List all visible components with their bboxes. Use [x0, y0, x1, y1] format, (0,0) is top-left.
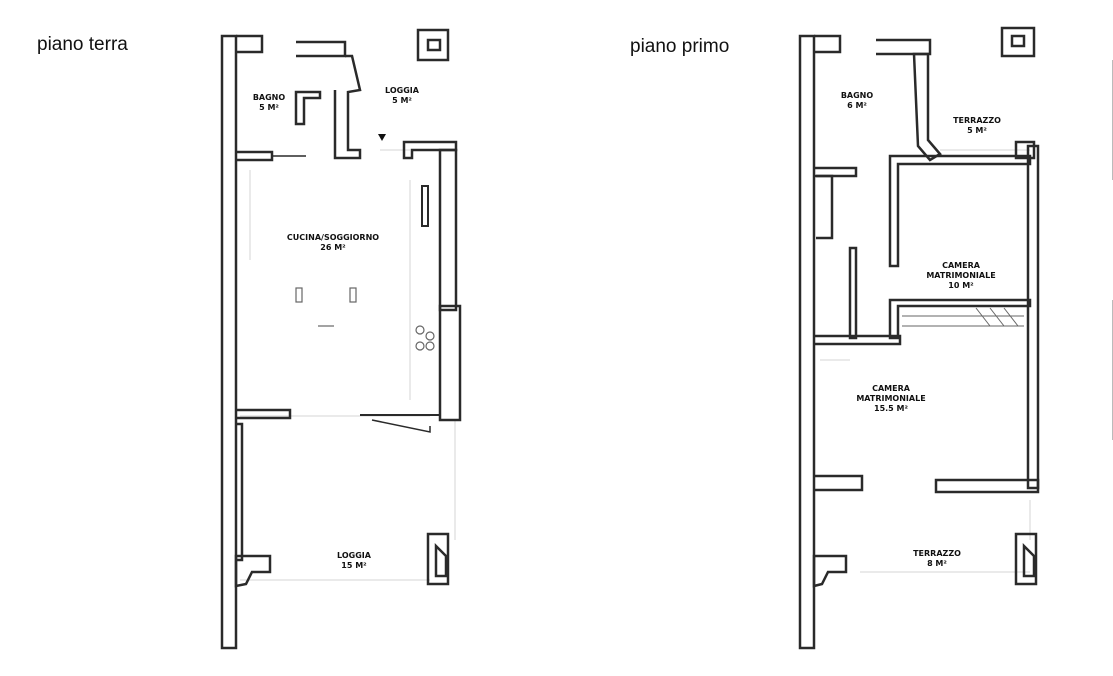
room-area: 5 M²	[259, 103, 279, 112]
room-label-bagno-first: BAGNO 6 M²	[841, 91, 873, 111]
room-area: 10 M²	[948, 281, 974, 290]
room-area: 15.5 M²	[874, 404, 908, 413]
room-name: LOGGIA	[337, 551, 371, 560]
room-label-terrazzo-top: TERRAZZO 5 M²	[953, 116, 1001, 136]
floor-title-first: piano primo	[630, 36, 730, 57]
first-floor-plan	[798, 26, 1040, 650]
room-name: TERRAZZO	[953, 116, 1001, 125]
room-name: BAGNO	[840, 91, 874, 100]
room-name-line1: CAMERA	[942, 261, 980, 270]
room-area: 26 M²	[320, 243, 346, 252]
room-name-line2: MATRIMONIALE	[856, 394, 926, 403]
floor-title-ground: piano terra	[37, 34, 128, 55]
entrance-arrow-icon	[378, 134, 386, 141]
room-label-bagno-ground: BAGNO 5 M²	[253, 93, 285, 113]
room-area: 15 M²	[341, 561, 367, 570]
room-name: LOGGIA	[385, 86, 419, 95]
room-label-camera-10: CAMERA MATRIMONIALE 10 M²	[926, 261, 995, 291]
ground-floor-plan	[220, 28, 462, 650]
room-label-cucina-soggiorno: CUCINA/SOGGIORNO 26 M²	[287, 233, 379, 253]
room-area: 5 M²	[392, 96, 412, 105]
room-name-line2: MATRIMONIALE	[926, 271, 996, 280]
room-name: BAGNO	[252, 93, 286, 102]
room-label-loggia-top: LOGGIA 5 M²	[385, 86, 419, 106]
room-area: 5 M²	[967, 126, 987, 135]
room-name: CUCINA/SOGGIORNO	[286, 233, 380, 242]
room-name: TERRAZZO	[913, 549, 961, 558]
room-label-terrazzo-bottom: TERRAZZO 8 M²	[913, 549, 961, 569]
room-label-camera-15: CAMERA MATRIMONIALE 15.5 M²	[856, 384, 925, 414]
room-label-loggia-bottom: LOGGIA 15 M²	[337, 551, 371, 571]
room-area: 8 M²	[927, 559, 947, 568]
room-area: 6 M²	[847, 101, 867, 110]
room-name-line1: CAMERA	[872, 384, 910, 393]
